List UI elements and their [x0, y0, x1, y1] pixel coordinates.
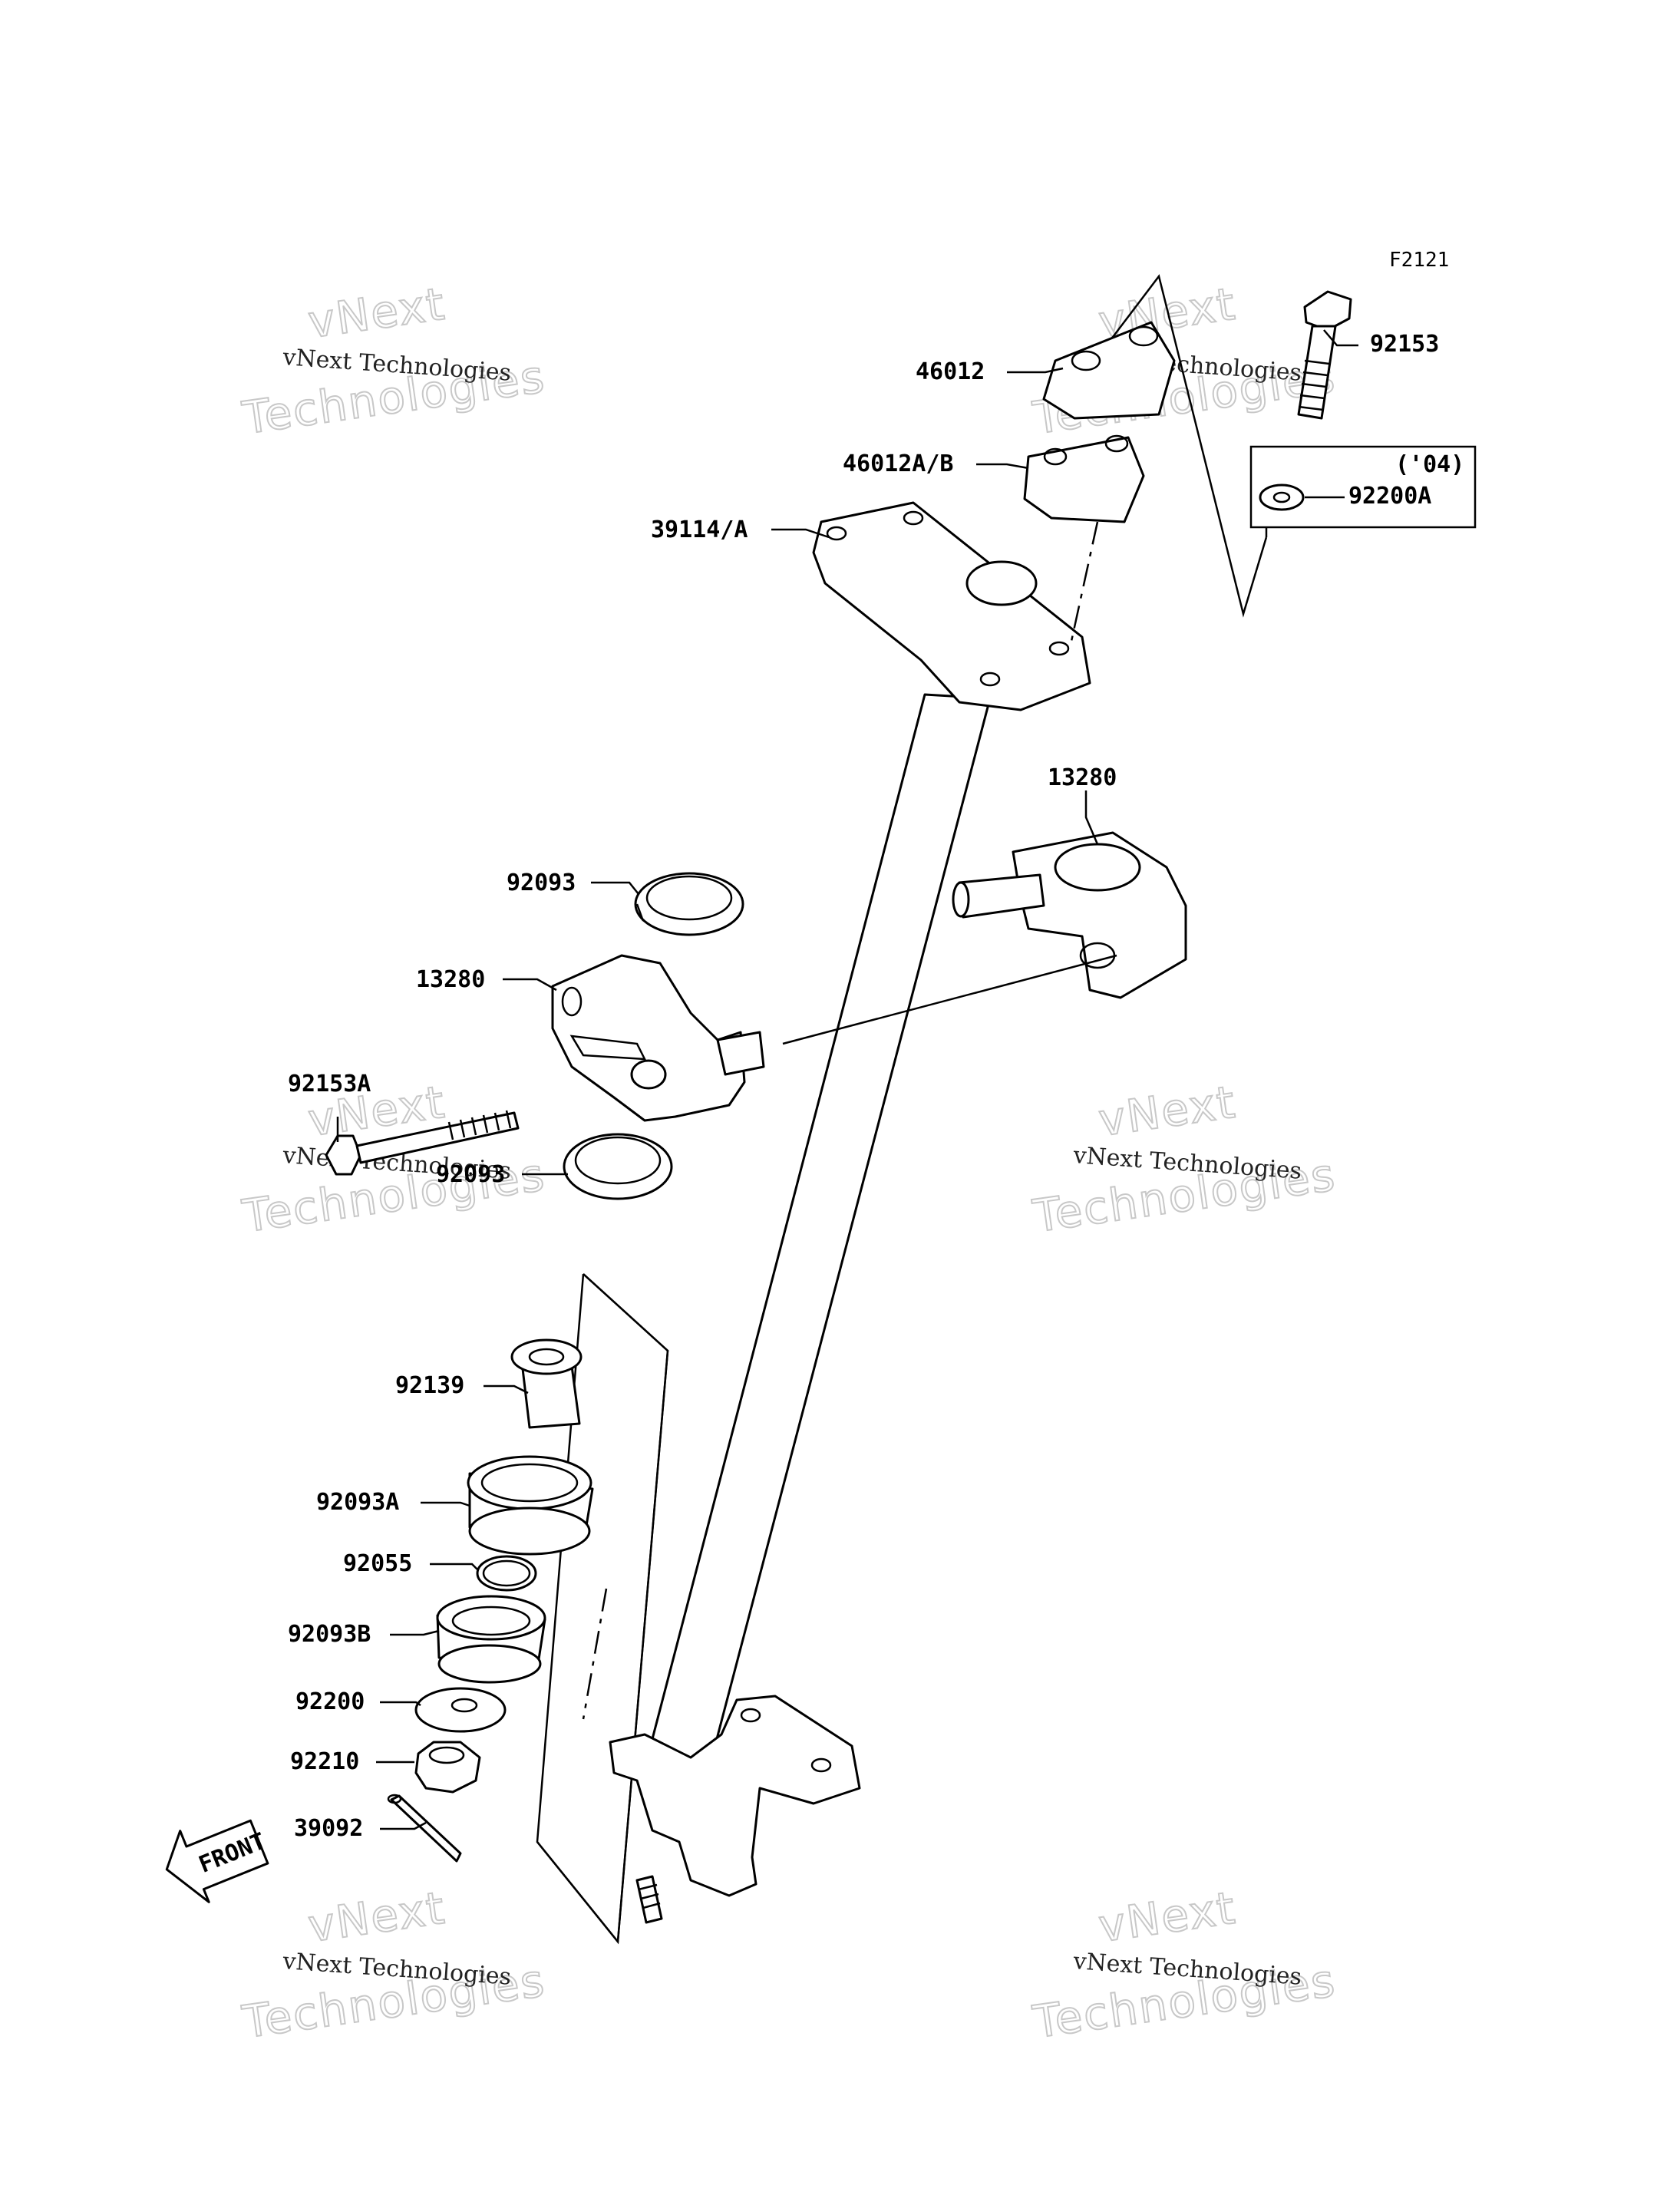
shaft-centerline-bottom	[582, 1588, 608, 1720]
collar-92139	[510, 1338, 583, 1429]
label-92055: 92055	[343, 1550, 412, 1577]
bearing-92093b	[436, 1595, 546, 1684]
figure-code: F2121	[1389, 249, 1449, 272]
leaders	[336, 329, 1358, 1830]
watermark-bottom-right: vNext Technologies vNext Technologies	[1028, 1881, 1339, 2049]
nut-92210	[414, 1741, 481, 1794]
handlebar-holder-upper	[1042, 321, 1176, 420]
holder-bolt-axis	[782, 954, 1117, 1045]
bottom-group-bracket	[536, 1273, 669, 1945]
label-92153a: 92153A	[288, 1071, 371, 1097]
label-46012: 46012	[916, 358, 985, 385]
front-direction-arrow: FRONT	[165, 1819, 269, 1903]
label-92093-bottom: 92093	[436, 1161, 505, 1188]
label-39092: 39092	[294, 1815, 363, 1842]
label-13280-right: 13280	[1048, 764, 1117, 791]
steering-holder-right	[952, 831, 1187, 999]
label-39114a: 39114/A	[651, 516, 748, 543]
svg-text:vNext: vNext	[305, 1882, 448, 1952]
label-92093b: 92093B	[288, 1621, 371, 1648]
label-92200: 92200	[295, 1688, 365, 1715]
bearing-92093a	[467, 1455, 594, 1556]
label-92093-top: 92093	[507, 870, 576, 896]
handlebar-holder-lower	[1023, 434, 1145, 523]
bolt-92153a	[325, 1110, 520, 1176]
watermark-mid-left: vNext Technologies vNext Technologies	[238, 1075, 549, 1243]
steering-holder-left	[551, 954, 765, 1122]
top-group-bracket	[1074, 274, 1477, 618]
watermark-bottom-left: vNext Technologies vNext Technologies	[238, 1881, 549, 2049]
watermark-top-left: vNext Technologies vNext Technologies	[238, 277, 549, 445]
label-92093a: 92093A	[316, 1489, 399, 1516]
seal-92093-bottom	[563, 1133, 673, 1200]
label-13280-left: 13280	[416, 966, 485, 993]
seal-92093-top	[634, 872, 744, 936]
shaft-centerline-top	[1069, 521, 1099, 645]
svg-text:vNext: vNext	[305, 278, 448, 348]
washer-92200	[414, 1687, 507, 1733]
label-46012ab: 46012A/B	[843, 450, 954, 477]
svg-text:vNext: vNext	[1095, 1882, 1239, 1952]
washer-92055	[476, 1555, 537, 1592]
label-92200a: 92200A	[1348, 483, 1431, 510]
label-92153: 92153	[1370, 331, 1439, 358]
bolt-92153	[1297, 290, 1352, 420]
label-92139: 92139	[395, 1372, 464, 1399]
svg-text:vNext: vNext	[1095, 1076, 1239, 1147]
cotter-pin-39092	[387, 1794, 462, 1863]
variant-note: ('04)	[1395, 451, 1464, 478]
label-92210: 92210	[290, 1748, 359, 1775]
watermark-mid-right: vNext Technologies vNext Technologies	[1028, 1075, 1339, 1243]
washer-92200a	[1259, 483, 1305, 511]
steering-shaft	[609, 501, 1091, 1924]
